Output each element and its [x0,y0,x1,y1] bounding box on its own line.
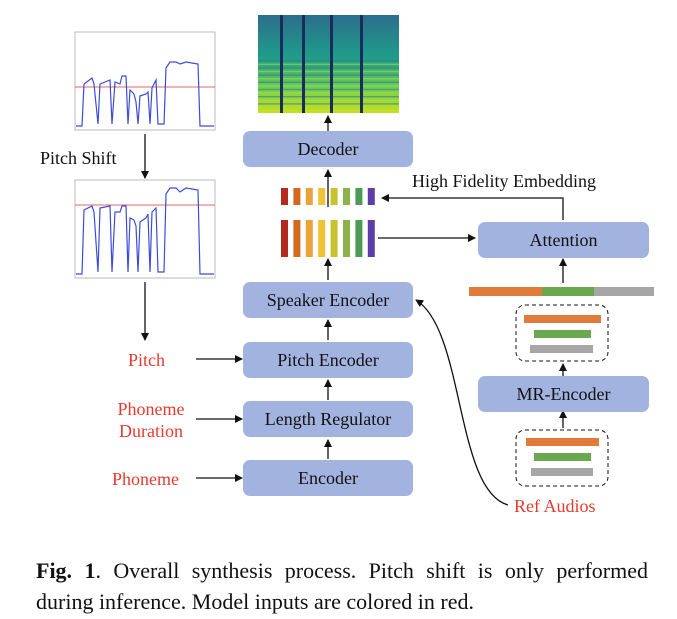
speaker-embedding-bar [293,220,301,257]
speaker-encoder-block: Speaker Encoder [243,282,413,318]
high-fidelity-embedding-bar [293,188,301,205]
diagram-graphics [74,15,654,506]
speaker-embedding-bar [330,220,338,257]
length-regulator-block: Length Regulator [243,401,413,437]
high-fidelity-embedding-bar [305,188,313,205]
speaker-embedding-bar [343,220,350,257]
pitch-input-label: Pitch [128,350,166,370]
decoder-block: Decoder [243,131,413,167]
high-fidelity-embedding-label: High Fidelity Embedding [412,171,596,191]
high-fidelity-embedding-bar [355,188,363,205]
high-fidelity-embedding-bars [281,188,375,205]
pitch-encoder-block: Pitch Encoder [243,342,413,378]
figure-caption: Fig. 1. Overall synthesis process. Pitch… [36,555,648,617]
phoneme-duration-input-label: Phoneme Duration [106,398,196,442]
high-fidelity-embedding-bar [343,188,350,205]
ref-embedding-bar [469,287,654,296]
high-fidelity-embedding-bar [367,188,375,205]
phoneme-duration-line2: Duration [119,421,183,441]
attention-block: Attention [478,222,649,258]
pitch-contour-original-plot [74,31,216,131]
high-fidelity-embedding-bar [318,188,326,205]
high-fidelity-embedding-bar [330,188,338,205]
pitch-contour-shifted-plot [74,179,216,279]
ref-feature-stack-upper [515,304,609,362]
mel-spectrogram-output [258,15,399,113]
encoder-block: Encoder [243,460,413,496]
high-fidelity-embedding-bar [281,188,288,205]
speaker-embedding-bar [318,220,326,257]
ref-feature-stack-lower [515,429,609,487]
speaker-embedding-bar [305,220,313,257]
phoneme-input-label: Phoneme [112,469,179,489]
pitch-shift-label: Pitch Shift [40,148,117,168]
figure-label: Fig. 1 [36,558,96,583]
speaker-embedding-bars [281,220,375,257]
speaker-embedding-bar [355,220,363,257]
phoneme-duration-line1: Phoneme [117,399,185,419]
speaker-embedding-bar [281,220,288,257]
figure-caption-text: . Overall synthesis process. Pitch shift… [36,558,648,614]
ref-audios-input-label: Ref Audios [514,496,596,516]
speaker-embedding-bar [367,220,375,257]
mr-encoder-block: MR-Encoder [478,376,649,412]
